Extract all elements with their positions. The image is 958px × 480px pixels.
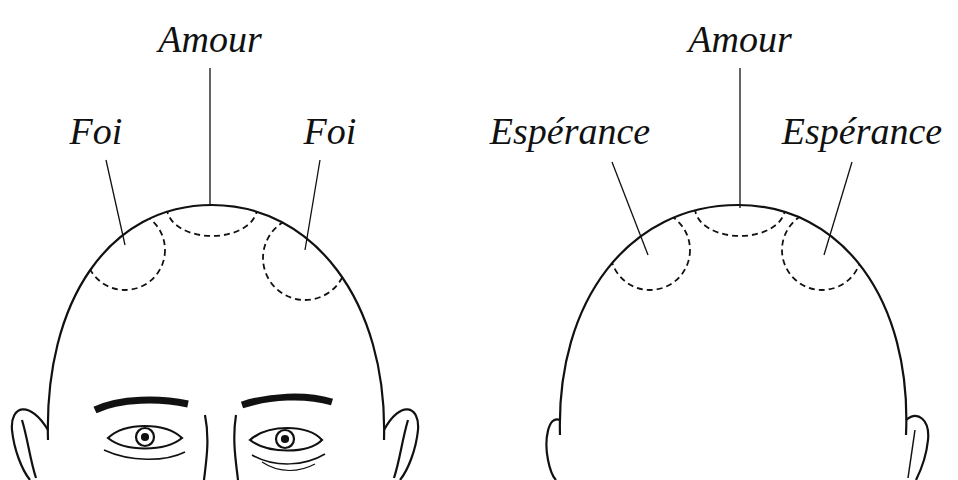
region-outline [167, 180, 257, 236]
ear-detail [22, 420, 36, 478]
head-outline [48, 205, 384, 440]
head-outline [560, 205, 907, 435]
leader-line [739, 68, 740, 208]
pupil [282, 436, 288, 442]
leader-line [612, 162, 648, 255]
region-outline [610, 210, 690, 290]
region-outline [85, 210, 165, 290]
nose-line [234, 415, 238, 480]
eye [108, 426, 182, 449]
ear [547, 419, 561, 480]
iris [276, 430, 294, 448]
region-label: Espérance [490, 112, 650, 150]
iris [136, 428, 154, 446]
ear-detail [908, 430, 915, 478]
pupil [142, 434, 148, 440]
region-outline [263, 216, 347, 300]
nose-line [204, 415, 207, 480]
region-label: Amour [158, 20, 261, 58]
ear [906, 416, 928, 480]
eye [250, 428, 322, 451]
region-label: Foi [304, 112, 357, 150]
region-label: Espérance [782, 112, 942, 150]
leader-line [209, 68, 210, 205]
leader-line [106, 160, 125, 245]
region-label: Foi [70, 112, 123, 150]
region-outline [782, 210, 862, 290]
eyebrow [242, 397, 332, 405]
leader-line [824, 162, 852, 255]
region-label: Amour [688, 20, 791, 58]
ear [12, 409, 48, 480]
eye-lid [262, 462, 315, 471]
eye-lid [104, 450, 185, 459]
ear [384, 409, 418, 480]
eyebrow [95, 400, 188, 410]
leader-line [305, 160, 320, 250]
ear-detail [394, 420, 408, 478]
